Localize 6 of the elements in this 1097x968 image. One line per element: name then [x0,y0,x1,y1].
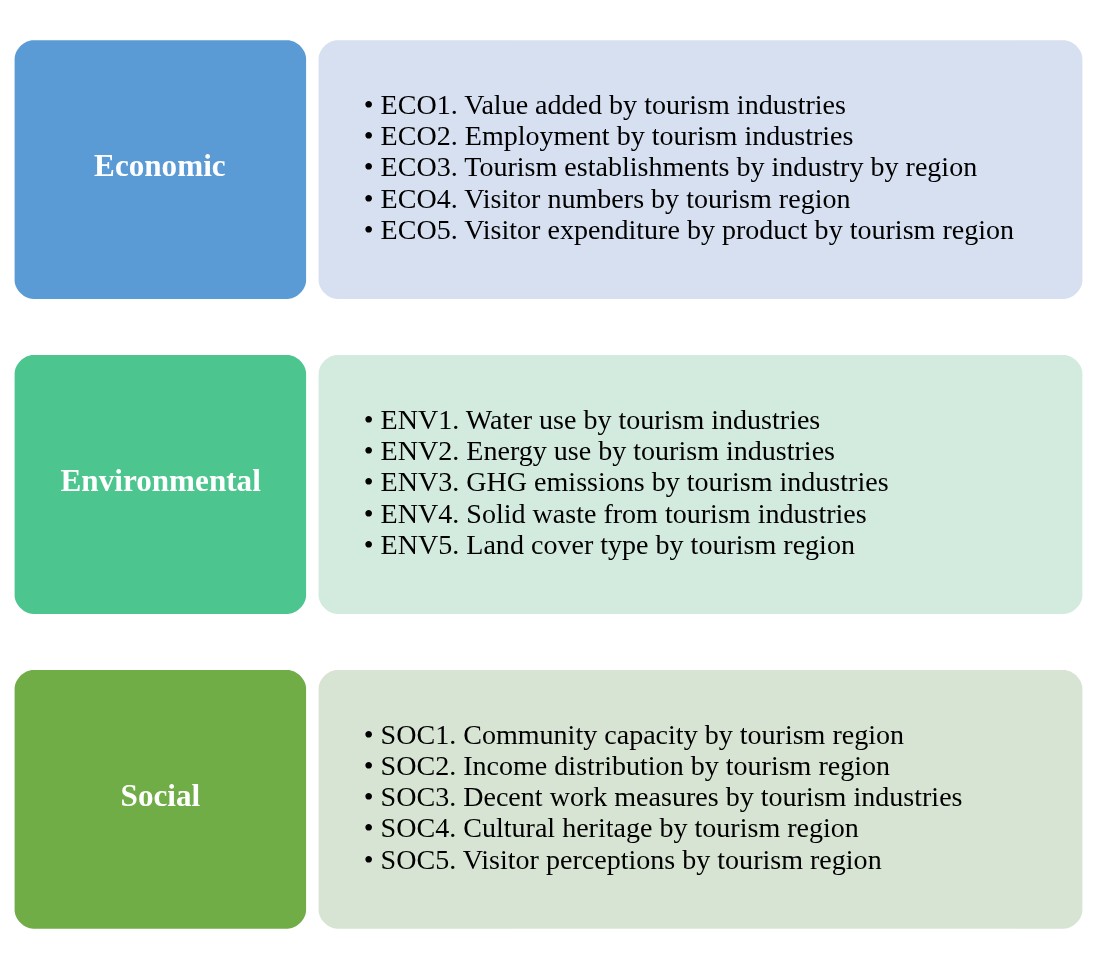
node-box: • SOC1. Community capacity by tourism region • SOC2. Income distribution by tourism region • SOC3. Decent work measures by tourism industries • SOC4. Cultural heritage by tourism region • SOC5. Visitor perceptions by tourism region [318,669,1083,929]
node-box: Economic [14,39,307,299]
node-box: Social [14,669,307,929]
node-box: Environmental [14,354,307,614]
node-box: • ECO1. Value added by tourism industries • ECO2. Employment by tourism industries • ECO3. Tourism establishments by industry by region • ECO4. Visitor numbers by tourism region • ECO5. Visitor expenditure by product by tourism region [318,39,1083,299]
node-box: • ENV1. Water use by tourism industries • ENV2. Energy use by tourism industries • ENV3. GHG emissions by tourism industries • ENV4. Solid waste from tourism industries • ENV5. Land cover type by tourism region [318,354,1083,614]
